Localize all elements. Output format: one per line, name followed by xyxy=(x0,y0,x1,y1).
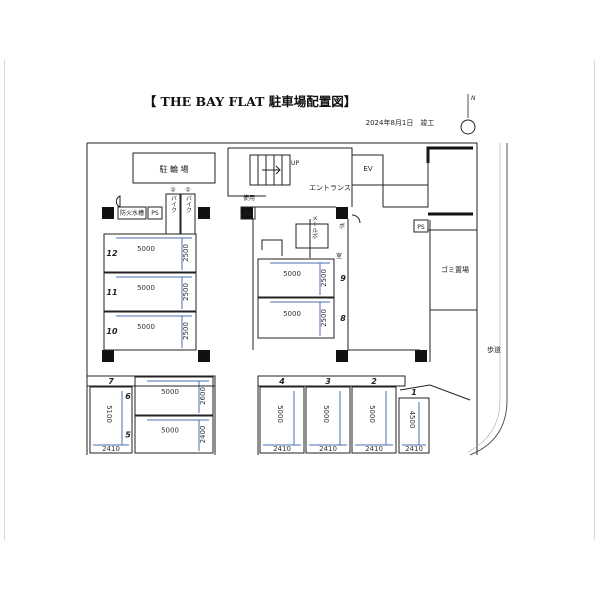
space-outline xyxy=(305,386,351,454)
mailroom-block xyxy=(261,214,361,258)
room-sub-label-2: 室 xyxy=(336,252,342,260)
length-label: 5000 xyxy=(137,284,155,292)
parking-space-7: 2410 5100 7 xyxy=(89,377,133,454)
page-edge-right xyxy=(594,60,595,540)
width-label: 2500 xyxy=(182,322,190,340)
space-number: 9 xyxy=(340,274,346,283)
mailroom-label: メールボ xyxy=(311,215,318,239)
width-label: 2500 xyxy=(320,269,328,287)
parking-space-1: 2410 4500 1 xyxy=(398,388,430,454)
space-number: 12 xyxy=(106,249,118,258)
parking-space-10: 5000 2500 10 xyxy=(103,311,197,351)
space-outline xyxy=(351,386,397,454)
space-outline xyxy=(259,386,305,454)
room-sub-label: ボ xyxy=(339,222,345,230)
space-number: 8 xyxy=(340,314,346,323)
fire-tank-box xyxy=(117,206,147,220)
ps-label-right: PS xyxy=(417,224,425,231)
north-label: N xyxy=(471,95,476,102)
space-outline xyxy=(257,297,335,339)
space-number: 2 xyxy=(371,377,377,386)
space-number: 6 xyxy=(125,392,131,401)
space-number: 11 xyxy=(106,288,117,297)
space-number: 1 xyxy=(411,388,417,397)
width-label: 2410 xyxy=(273,445,291,453)
motorbike-slot-1-label: ① バイク xyxy=(185,187,192,214)
parking-space-9: 5000 2500 9 xyxy=(257,258,346,298)
ev-label: EV xyxy=(363,165,372,173)
space-outline xyxy=(134,376,214,416)
parking-space-11: 5000 2500 11 xyxy=(103,272,197,312)
length-label: 5000 xyxy=(283,270,301,278)
space-number: 7 xyxy=(108,377,114,386)
bike-parking-label: 駐 輪 場 xyxy=(159,164,188,174)
width-label: 2600 xyxy=(199,387,207,405)
length-label: 5000 xyxy=(137,323,155,331)
ps-label-middle: PS xyxy=(244,211,252,218)
parking-space-2: 2410 5000 2 xyxy=(351,377,397,454)
entrance-label: エントランス xyxy=(309,184,351,192)
bike-parking-area xyxy=(132,152,216,184)
parking-space-6: 5000 2600 6 xyxy=(125,376,214,416)
length-label: 5000 xyxy=(283,310,301,318)
page-edge-left xyxy=(4,60,5,540)
parking-space-8: 5000 2500 8 xyxy=(257,297,346,339)
length-label: 5000 xyxy=(161,388,179,396)
structural-columns xyxy=(102,207,427,362)
length-label: 5000 xyxy=(137,245,155,253)
space-outline xyxy=(134,415,214,454)
site-boundary xyxy=(86,142,478,455)
ps-box-left xyxy=(147,206,163,220)
space-outline xyxy=(398,397,430,454)
space-outline xyxy=(103,233,197,273)
motorbike-slot-2-label: ② バイク xyxy=(169,187,176,214)
space-outline xyxy=(257,258,335,298)
stairs xyxy=(249,154,291,186)
ps-box-middle xyxy=(240,206,256,220)
completion-date: 2024年8月1日 竣工 xyxy=(366,118,435,127)
space-number: 3 xyxy=(325,377,331,386)
length-label: 5100 xyxy=(105,405,113,423)
length-label: 5000 xyxy=(368,405,376,423)
parking-space-12: 5000 2500 12 xyxy=(103,233,197,273)
length-label: 5000 xyxy=(161,427,179,435)
ps-box-right xyxy=(413,219,429,233)
length-label: 5000 xyxy=(276,405,284,423)
width-label: 2410 xyxy=(102,445,120,453)
parking-space-4: 2410 5000 4 xyxy=(259,377,305,454)
space-outline xyxy=(103,311,197,351)
sidewalk-label: 歩道 xyxy=(487,345,501,354)
parking-space-5: 5000 2400 5 xyxy=(125,415,214,454)
door-swing-left xyxy=(115,195,121,208)
fire-tank-label: 防火水槽 xyxy=(120,209,144,217)
width-label: 2410 xyxy=(405,445,423,453)
ps-label-left: PS xyxy=(151,210,159,217)
width-label: 2500 xyxy=(182,283,190,301)
building-outline xyxy=(227,147,477,362)
parking-space-3: 2410 5000 3 xyxy=(305,377,351,454)
space-number: 4 xyxy=(278,377,285,386)
length-label: 4500 xyxy=(408,411,416,429)
width-label: 2410 xyxy=(365,445,383,453)
width-label: 2500 xyxy=(182,244,190,262)
space-outline xyxy=(103,272,197,312)
sidewalk-inner-edge xyxy=(467,143,501,453)
north-compass-icon: N xyxy=(460,94,476,135)
length-label: 5000 xyxy=(322,405,330,423)
width-label: 2410 xyxy=(319,445,337,453)
sidewalk-edge xyxy=(469,143,508,456)
width-label: 2400 xyxy=(199,426,207,444)
bottom-lot-outlines xyxy=(87,375,471,455)
space-number: 10 xyxy=(106,327,118,336)
garbage-label: ゴミ置場 xyxy=(441,265,469,274)
up-label: UP xyxy=(291,160,299,167)
used-label: 使用 xyxy=(243,194,255,202)
space-number: 5 xyxy=(125,431,131,440)
diagram-title: 【 THE BAY FLAT 駐車場配置図】 xyxy=(144,94,357,109)
width-label: 2500 xyxy=(320,309,328,327)
space-outline xyxy=(89,386,133,454)
thick-wall-top xyxy=(426,146,473,163)
